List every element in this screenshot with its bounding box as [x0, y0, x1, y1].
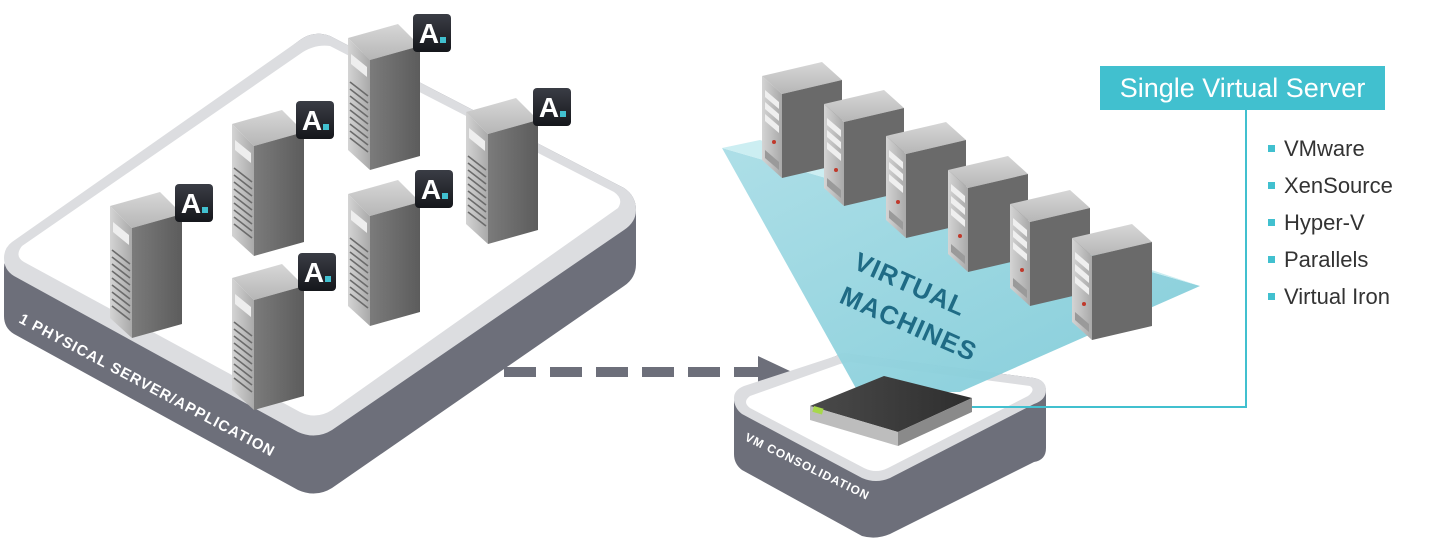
list-item: XenSource — [1268, 167, 1393, 204]
bullet-icon — [1268, 181, 1275, 189]
application-badge — [298, 253, 336, 291]
bullet-icon — [1268, 144, 1275, 152]
physical-server-tower — [231, 109, 305, 257]
list-item: Parallels — [1268, 241, 1393, 278]
list-item: Hyper-V — [1268, 204, 1393, 241]
application-badge — [533, 88, 571, 126]
hypervisor-name: XenSource — [1284, 173, 1393, 198]
physical-server-tower — [347, 179, 421, 327]
consolidation-server-appliance — [810, 376, 972, 446]
physical-server-tower — [347, 23, 421, 171]
bullet-icon — [1268, 255, 1275, 263]
bullet-icon — [1268, 218, 1275, 226]
hypervisor-list: VMware XenSource Hyper-V Parallels Virtu… — [1268, 130, 1393, 315]
physical-server-tower — [465, 97, 539, 245]
list-item: Virtual Iron — [1268, 278, 1393, 315]
application-badge — [413, 14, 451, 52]
single-virtual-server-title: Single Virtual Server — [1119, 73, 1366, 103]
application-badge — [175, 184, 213, 222]
physical-server-tower — [231, 263, 305, 411]
connector-line — [972, 110, 1247, 408]
application-badge — [296, 101, 334, 139]
list-item: VMware — [1268, 130, 1393, 167]
hypervisor-name: Virtual Iron — [1284, 284, 1390, 309]
hypervisor-name: Parallels — [1284, 247, 1369, 272]
application-badge — [415, 170, 453, 208]
physical-server-tower — [109, 191, 183, 339]
virtual-machine-tower — [1072, 224, 1152, 340]
hypervisor-name: VMware — [1284, 136, 1365, 161]
single-virtual-server-box: Single Virtual Server — [1100, 66, 1385, 110]
bullet-icon — [1268, 292, 1275, 300]
hypervisor-name: Hyper-V — [1284, 210, 1365, 235]
